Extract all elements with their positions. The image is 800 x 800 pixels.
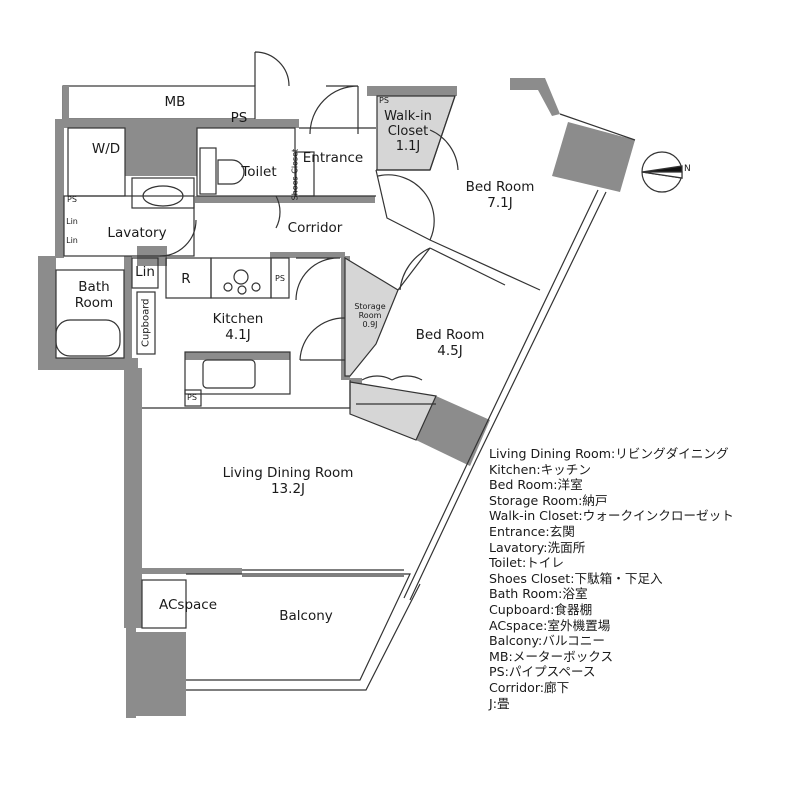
legend-entry: Lavatory:洗面所 [489,539,586,555]
label-ps-kitchen: PS [275,274,285,283]
legend-entry: MB:メーターボックス [489,648,614,664]
label-lin-2: Lin [66,236,78,245]
label-ps-small-1: PS [67,195,77,204]
walls [38,78,635,718]
legend-entry: Storage Room:納戸 [489,492,608,508]
storage-room-fill [344,256,399,377]
legend-entry: Entrance:玄関 [489,523,575,539]
label-ps-top: PS [230,110,248,126]
legend-entry: J:畳 [489,695,510,711]
legend-entry: Shoes Closet:下駄箱・下足入 [489,570,663,586]
label-lavatory: Lavatory [107,225,167,241]
legend-entry: Walk-in Closet:ウォークインクローゼット [489,508,734,524]
label-wd: W/D [91,141,121,157]
legend-entry: Bath Room:浴室 [489,586,588,602]
exterior-diagonal [559,113,636,141]
label-lin-1: Lin [66,217,78,226]
legend-entry: Kitchen:キッチン [489,461,591,477]
door-arc [254,51,290,87]
label-toilet: Toilet [241,164,277,180]
label-acspace: ACspace [158,597,218,613]
label-ps-small-2: PS [379,96,389,105]
label-balcony: Balcony [279,608,333,624]
label-entrance: Entrance [302,150,364,166]
legend-entry: Bed Room:洋室 [489,477,583,493]
label-cupboard: Cupboard [140,298,152,348]
compass-n-label: N [684,164,691,174]
label-ps-counter: PS [187,393,197,402]
compass [641,151,683,193]
legend-entry: Toilet:トイレ [489,555,564,571]
legend-entry: Cupboard:食器棚 [489,601,593,617]
door-arc [309,85,359,135]
legend-entry: Corridor:廊下 [489,679,570,695]
legend-entry: Living Dining Room:リビングダイニング [489,446,729,461]
balcony-outline [186,573,411,681]
legend-entry: Balcony:バルコニー [489,633,605,649]
label-shoes-closet: Shoes Closet [290,148,300,201]
legend-entry: ACspace:室外機置場 [489,617,611,633]
legend-entry: PS:パイプスペース [489,664,596,680]
label-corridor: Corridor [287,220,343,236]
label-mb: MB [164,94,186,110]
label-lin-big: Lin [135,264,155,280]
label-r: R [181,271,191,287]
